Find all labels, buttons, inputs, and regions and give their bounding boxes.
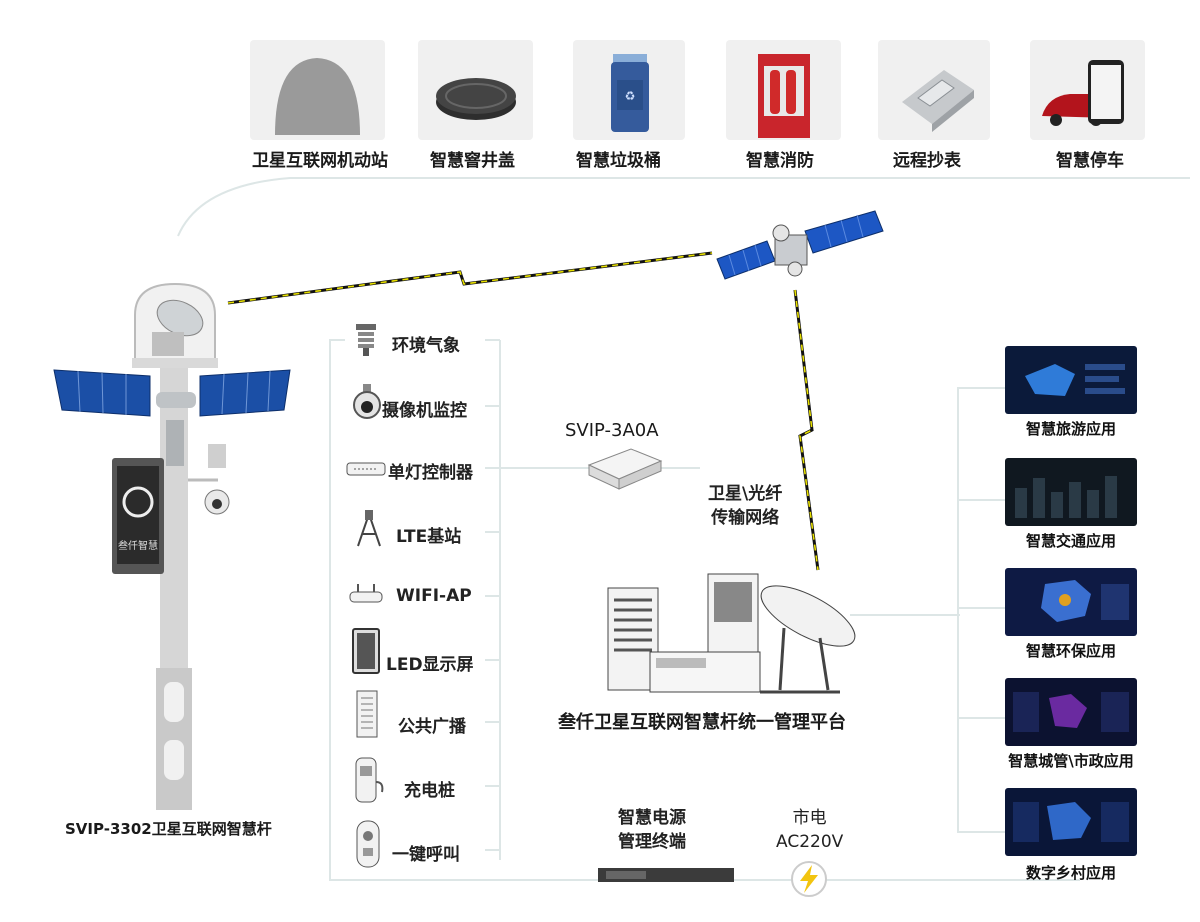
mains-label: 市电 AC220V [776, 806, 843, 854]
tile-parking [1030, 40, 1145, 140]
platform-label: 叁仟卫星互联网智慧杆统一管理平台 [558, 712, 846, 733]
charger-icon [354, 756, 386, 808]
meter-icon [902, 70, 974, 132]
platform-buildings [607, 573, 856, 694]
lte-antenna-icon [352, 508, 386, 552]
transmission-label-line1: 卫星\光纤 [708, 484, 783, 504]
app-card-urban [1005, 678, 1137, 746]
weather-sensor-icon [350, 322, 382, 362]
parking-phone-icon [1042, 60, 1124, 126]
transmission-label: 卫星\光纤 传输网络 [708, 482, 782, 530]
fire-cabinet-icon [758, 54, 810, 138]
top-item-label: 智慧消防 [746, 151, 814, 171]
call-button-icon [356, 820, 380, 872]
device-label: 单灯控制器 [388, 463, 473, 483]
camera-icon [350, 384, 384, 424]
speaker-icon [356, 690, 378, 742]
trash-bin-icon: ♻ [611, 54, 649, 132]
tile-trash: ♻ [573, 40, 685, 140]
tile-manhole [418, 40, 533, 140]
smart-pole [53, 282, 291, 810]
transmission-label-line2: 传输网络 [711, 508, 780, 528]
app-label: 智慧交通应用 [1025, 532, 1116, 550]
device-label: 充电桩 [404, 781, 455, 801]
app-card-rural [1005, 788, 1137, 856]
device-label: LED显示屏 [386, 655, 474, 675]
device-label: WIFI-AP [396, 586, 472, 606]
power-terminal-icon [598, 868, 734, 882]
wifi-ap-icon [348, 582, 384, 612]
svg-text:♻: ♻ [625, 89, 636, 103]
app-card-traffic [1005, 458, 1137, 526]
device-label: 环境气象 [392, 336, 460, 356]
app-label: 智慧旅游应用 [1025, 420, 1116, 438]
power-terminal-line2: 管理终端 [618, 832, 686, 852]
device-label: LTE基站 [396, 527, 462, 547]
lightning-icon [791, 861, 827, 897]
top-item-label: 智慧停车 [1056, 151, 1124, 171]
tile-mobile-station [250, 40, 385, 140]
gateway-label: SVIP-3A0A [565, 420, 659, 441]
app-label: 智慧城管\市政应用 [1008, 752, 1134, 770]
dome-station-icon [275, 58, 360, 135]
mains-line2: AC220V [776, 832, 844, 852]
manhole-cover-icon [436, 78, 516, 120]
lamp-controller-icon [346, 460, 386, 482]
app-label: 数字乡村应用 [1025, 864, 1116, 882]
power-terminal-line1: 智慧电源 [618, 808, 686, 828]
app-card-tourism [1005, 346, 1137, 414]
device-label: 摄像机监控 [382, 401, 467, 421]
top-item-label: 远程抄表 [893, 151, 961, 171]
tile-fire [726, 40, 841, 140]
mains-line1: 市电 [792, 808, 827, 828]
app-label: 智慧环保应用 [1025, 642, 1116, 660]
tile-meter [878, 40, 990, 140]
power-terminal-label: 智慧电源 管理终端 [618, 806, 686, 854]
top-item-label: 卫星互联网机动站 [252, 151, 388, 171]
top-item-label: 智慧垃圾桶 [576, 151, 661, 171]
pole-panel-text: 叁仟智慧 [118, 541, 158, 552]
device-label: 公共广播 [398, 717, 466, 737]
gateway-device-icon [587, 448, 663, 490]
device-label: 一键呼叫 [392, 845, 460, 865]
app-card-environment [1005, 568, 1137, 636]
pole-label: SVIP-3302卫星互联网智慧杆 [65, 820, 272, 838]
top-item-label: 智慧窨井盖 [430, 151, 515, 171]
led-screen-icon [352, 628, 380, 678]
satellite-icon [716, 210, 884, 280]
